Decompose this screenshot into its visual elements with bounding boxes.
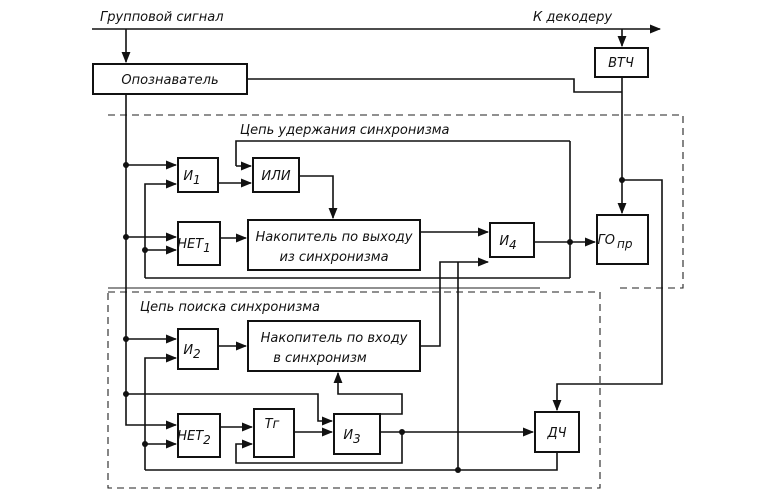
and1-label: И [183, 169, 193, 184]
accumulator-in-line2: в синхронизм [273, 351, 367, 366]
vtch-block: ВТЧ [594, 47, 649, 78]
not2-subscript: 2 [203, 433, 211, 447]
and2-label: И [183, 343, 193, 358]
and1-subscript: 1 [193, 173, 201, 187]
svg-text:И4: И4 [499, 234, 516, 252]
connection-wires [125, 77, 663, 471]
dch-block: ДЧ [534, 411, 580, 453]
go-label: ГО [598, 233, 615, 248]
not1-block: НЕТ1 [177, 221, 221, 266]
search-circuit-region [107, 291, 601, 489]
svg-text:И2: И2 [183, 343, 200, 361]
and2-subscript: 2 [193, 347, 201, 361]
identifier-label: Опознаватель [121, 73, 218, 88]
accumulator-out-line2: из синхронизма [279, 250, 388, 265]
svg-text:И3: И3 [343, 428, 360, 446]
junction-dots [123, 162, 625, 473]
or-block: ИЛИ [252, 157, 300, 193]
or-label: ИЛИ [261, 169, 291, 184]
and2-block: И2 [177, 328, 219, 370]
and4-block: И4 [489, 222, 535, 258]
svg-text:НЕТ1: НЕТ1 [177, 237, 211, 255]
search-circuit-label: Цепь поиска синхронизма [140, 300, 320, 315]
not2-label: НЕТ [177, 429, 204, 444]
accumulator-in-line1: Накопитель по входу [261, 331, 408, 346]
svg-text:НЕТ2: НЕТ2 [177, 429, 211, 447]
accumulator-in-block: Накопитель по входу в синхронизм [247, 320, 421, 372]
accumulator-out-block: Накопитель по выходу из синхронизма [247, 219, 421, 271]
and4-label: И [499, 234, 509, 249]
tg-label: Тг [265, 417, 280, 432]
identifier-block: Опознаватель [92, 63, 248, 95]
output-signal-label: К декодеру [533, 10, 612, 25]
not2-block: НЕТ2 [177, 413, 221, 458]
accumulator-out-line1: Накопитель по выходу [255, 230, 412, 245]
input-signal-label: Групповой сигнал [100, 10, 224, 25]
and3-label: И [343, 428, 353, 443]
and3-subscript: 3 [353, 432, 361, 446]
svg-text:И1: И1 [183, 169, 200, 187]
not1-label: НЕТ [177, 237, 204, 252]
go-subscript: пр [617, 237, 633, 251]
not1-subscript: 1 [203, 241, 211, 255]
and4-subscript: 4 [509, 238, 517, 252]
hold-circuit-region [108, 114, 684, 289]
vtch-label: ВТЧ [608, 56, 634, 71]
hold-circuit-label: Цепь удержания синхронизма [240, 123, 450, 138]
tg-block: Тг [253, 408, 295, 458]
dch-label: ДЧ [546, 426, 566, 441]
and3-block: И3 [333, 413, 381, 455]
and1-block: И1 [177, 157, 219, 193]
